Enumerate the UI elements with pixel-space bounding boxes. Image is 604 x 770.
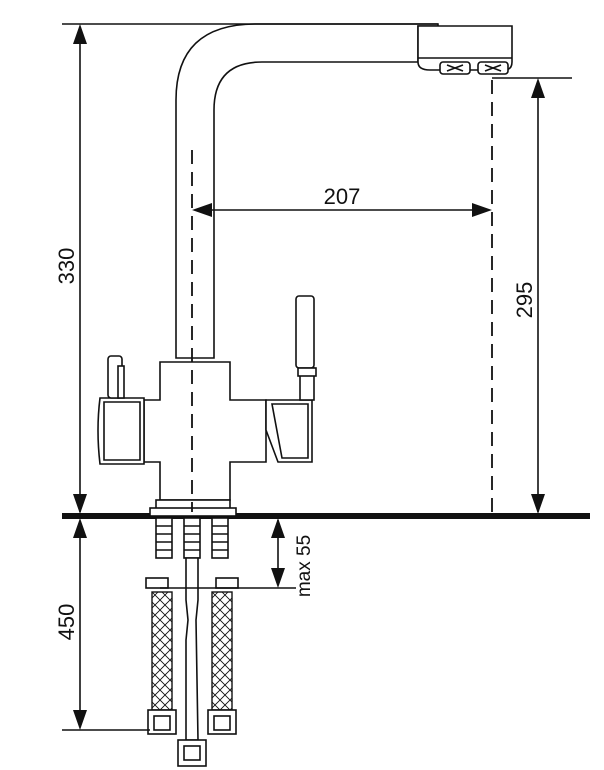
spout-height-label: 295 <box>512 282 537 319</box>
dimension-spout-height: 295 <box>512 78 545 514</box>
hose-length-label: 450 <box>54 604 79 641</box>
dimension-hose-length: 450 <box>54 518 150 731</box>
dimension-max-countertop: max 55 <box>160 518 315 597</box>
spout-reach-label: 207 <box>324 184 361 209</box>
supply-hoses <box>145 517 239 767</box>
dimension-total-height: 330 <box>54 23 438 514</box>
total-height-label: 330 <box>54 248 79 285</box>
max-countertop-label: max 55 <box>294 535 315 597</box>
faucet-body <box>97 295 317 517</box>
dimension-spout-reach: 207 <box>192 184 492 217</box>
faucet-spout <box>175 23 513 359</box>
